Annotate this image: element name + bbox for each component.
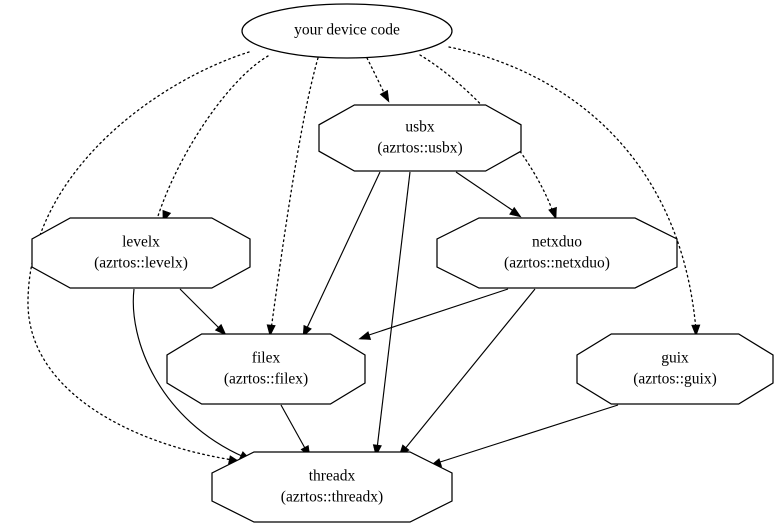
edges-layer xyxy=(27,46,701,467)
nodes-layer: your device codeusbx(azrtos::usbx)levelx… xyxy=(31,3,774,523)
node-guix[interactable]: guix(azrtos::guix) xyxy=(576,333,774,405)
edge-line-device-usbx xyxy=(366,57,386,96)
edge-netxduo-to-threadx xyxy=(398,288,536,457)
edge-line-usbx-threadx xyxy=(376,171,411,450)
edge-line-levelx-filex xyxy=(179,288,222,331)
arrowhead-device-filex xyxy=(266,324,276,337)
node-label-filex: filex xyxy=(252,350,281,367)
edge-line-filex-threadx xyxy=(280,404,307,451)
edge-line-usbx-filex xyxy=(305,171,381,331)
node-sublabel-usbx: (azrtos::usbx) xyxy=(377,140,462,157)
node-sublabel-levelx: (azrtos::levelx) xyxy=(94,255,188,272)
edge-guix-to-threadx xyxy=(429,404,619,467)
node-levelx[interactable]: levelx(azrtos::levelx) xyxy=(31,217,251,289)
node-shape-threadx xyxy=(211,451,453,523)
edge-netxduo-to-filex xyxy=(358,288,509,340)
node-shape-usbx xyxy=(318,104,522,172)
edge-device-to-guix xyxy=(448,46,701,337)
arrowhead-device-netxduo xyxy=(548,206,557,220)
edge-line-guix-threadx xyxy=(436,404,619,464)
edge-device-to-levelx xyxy=(157,55,269,223)
edge-usbx-to-netxduo xyxy=(455,171,522,218)
node-device[interactable]: your device code xyxy=(241,3,453,59)
node-label-usbx: usbx xyxy=(405,119,435,136)
node-sublabel-netxduo: (azrtos::netxduo) xyxy=(504,255,610,272)
edge-line-device-filex xyxy=(270,57,319,331)
edge-line-device-threadx xyxy=(27,51,250,461)
arrowhead-usbx-netxduo xyxy=(509,206,522,218)
node-shape-netxduo xyxy=(436,217,678,289)
node-shape-filex xyxy=(166,333,366,405)
edge-usbx-to-filex xyxy=(302,171,381,338)
edge-line-device-guix xyxy=(448,46,697,331)
edge-device-to-usbx xyxy=(366,57,390,103)
node-usbx[interactable]: usbx(azrtos::usbx) xyxy=(318,104,522,172)
node-shape-device xyxy=(241,3,453,59)
arrowhead-levelx-filex xyxy=(214,323,227,336)
node-sublabel-guix: (azrtos::guix) xyxy=(633,371,717,388)
node-netxduo[interactable]: netxduo(azrtos::netxduo) xyxy=(436,217,678,289)
arrowhead-device-guix xyxy=(691,324,701,337)
arrowhead-usbx-threadx xyxy=(372,444,382,457)
edge-levelx-to-filex xyxy=(179,288,227,336)
node-label-netxduo: netxduo xyxy=(532,234,582,251)
node-label-device: your device code xyxy=(294,22,400,39)
edge-line-device-levelx xyxy=(157,55,269,217)
node-label-guix: guix xyxy=(661,350,689,367)
node-label-levelx: levelx xyxy=(122,234,160,251)
edge-line-usbx-netxduo xyxy=(455,171,516,213)
arrowhead-device-usbx xyxy=(379,89,390,103)
node-sublabel-filex: (azrtos::filex) xyxy=(224,371,308,388)
arrowhead-netxduo-filex xyxy=(358,331,372,340)
edge-line-netxduo-filex xyxy=(365,288,509,337)
node-threadx[interactable]: threadx(azrtos::threadx) xyxy=(211,451,453,523)
edge-filex-to-threadx xyxy=(280,404,311,458)
edge-device-to-filex xyxy=(266,57,319,337)
edge-line-netxduo-threadx xyxy=(403,288,536,451)
node-shape-levelx xyxy=(31,217,251,289)
node-sublabel-threadx: (azrtos::threadx) xyxy=(281,489,383,506)
edge-line-levelx-threadx xyxy=(132,288,245,458)
node-shape-guix xyxy=(576,333,774,405)
edge-usbx-to-threadx xyxy=(372,171,411,457)
node-label-threadx: threadx xyxy=(309,468,356,485)
node-filex[interactable]: filex(azrtos::filex) xyxy=(166,333,366,405)
